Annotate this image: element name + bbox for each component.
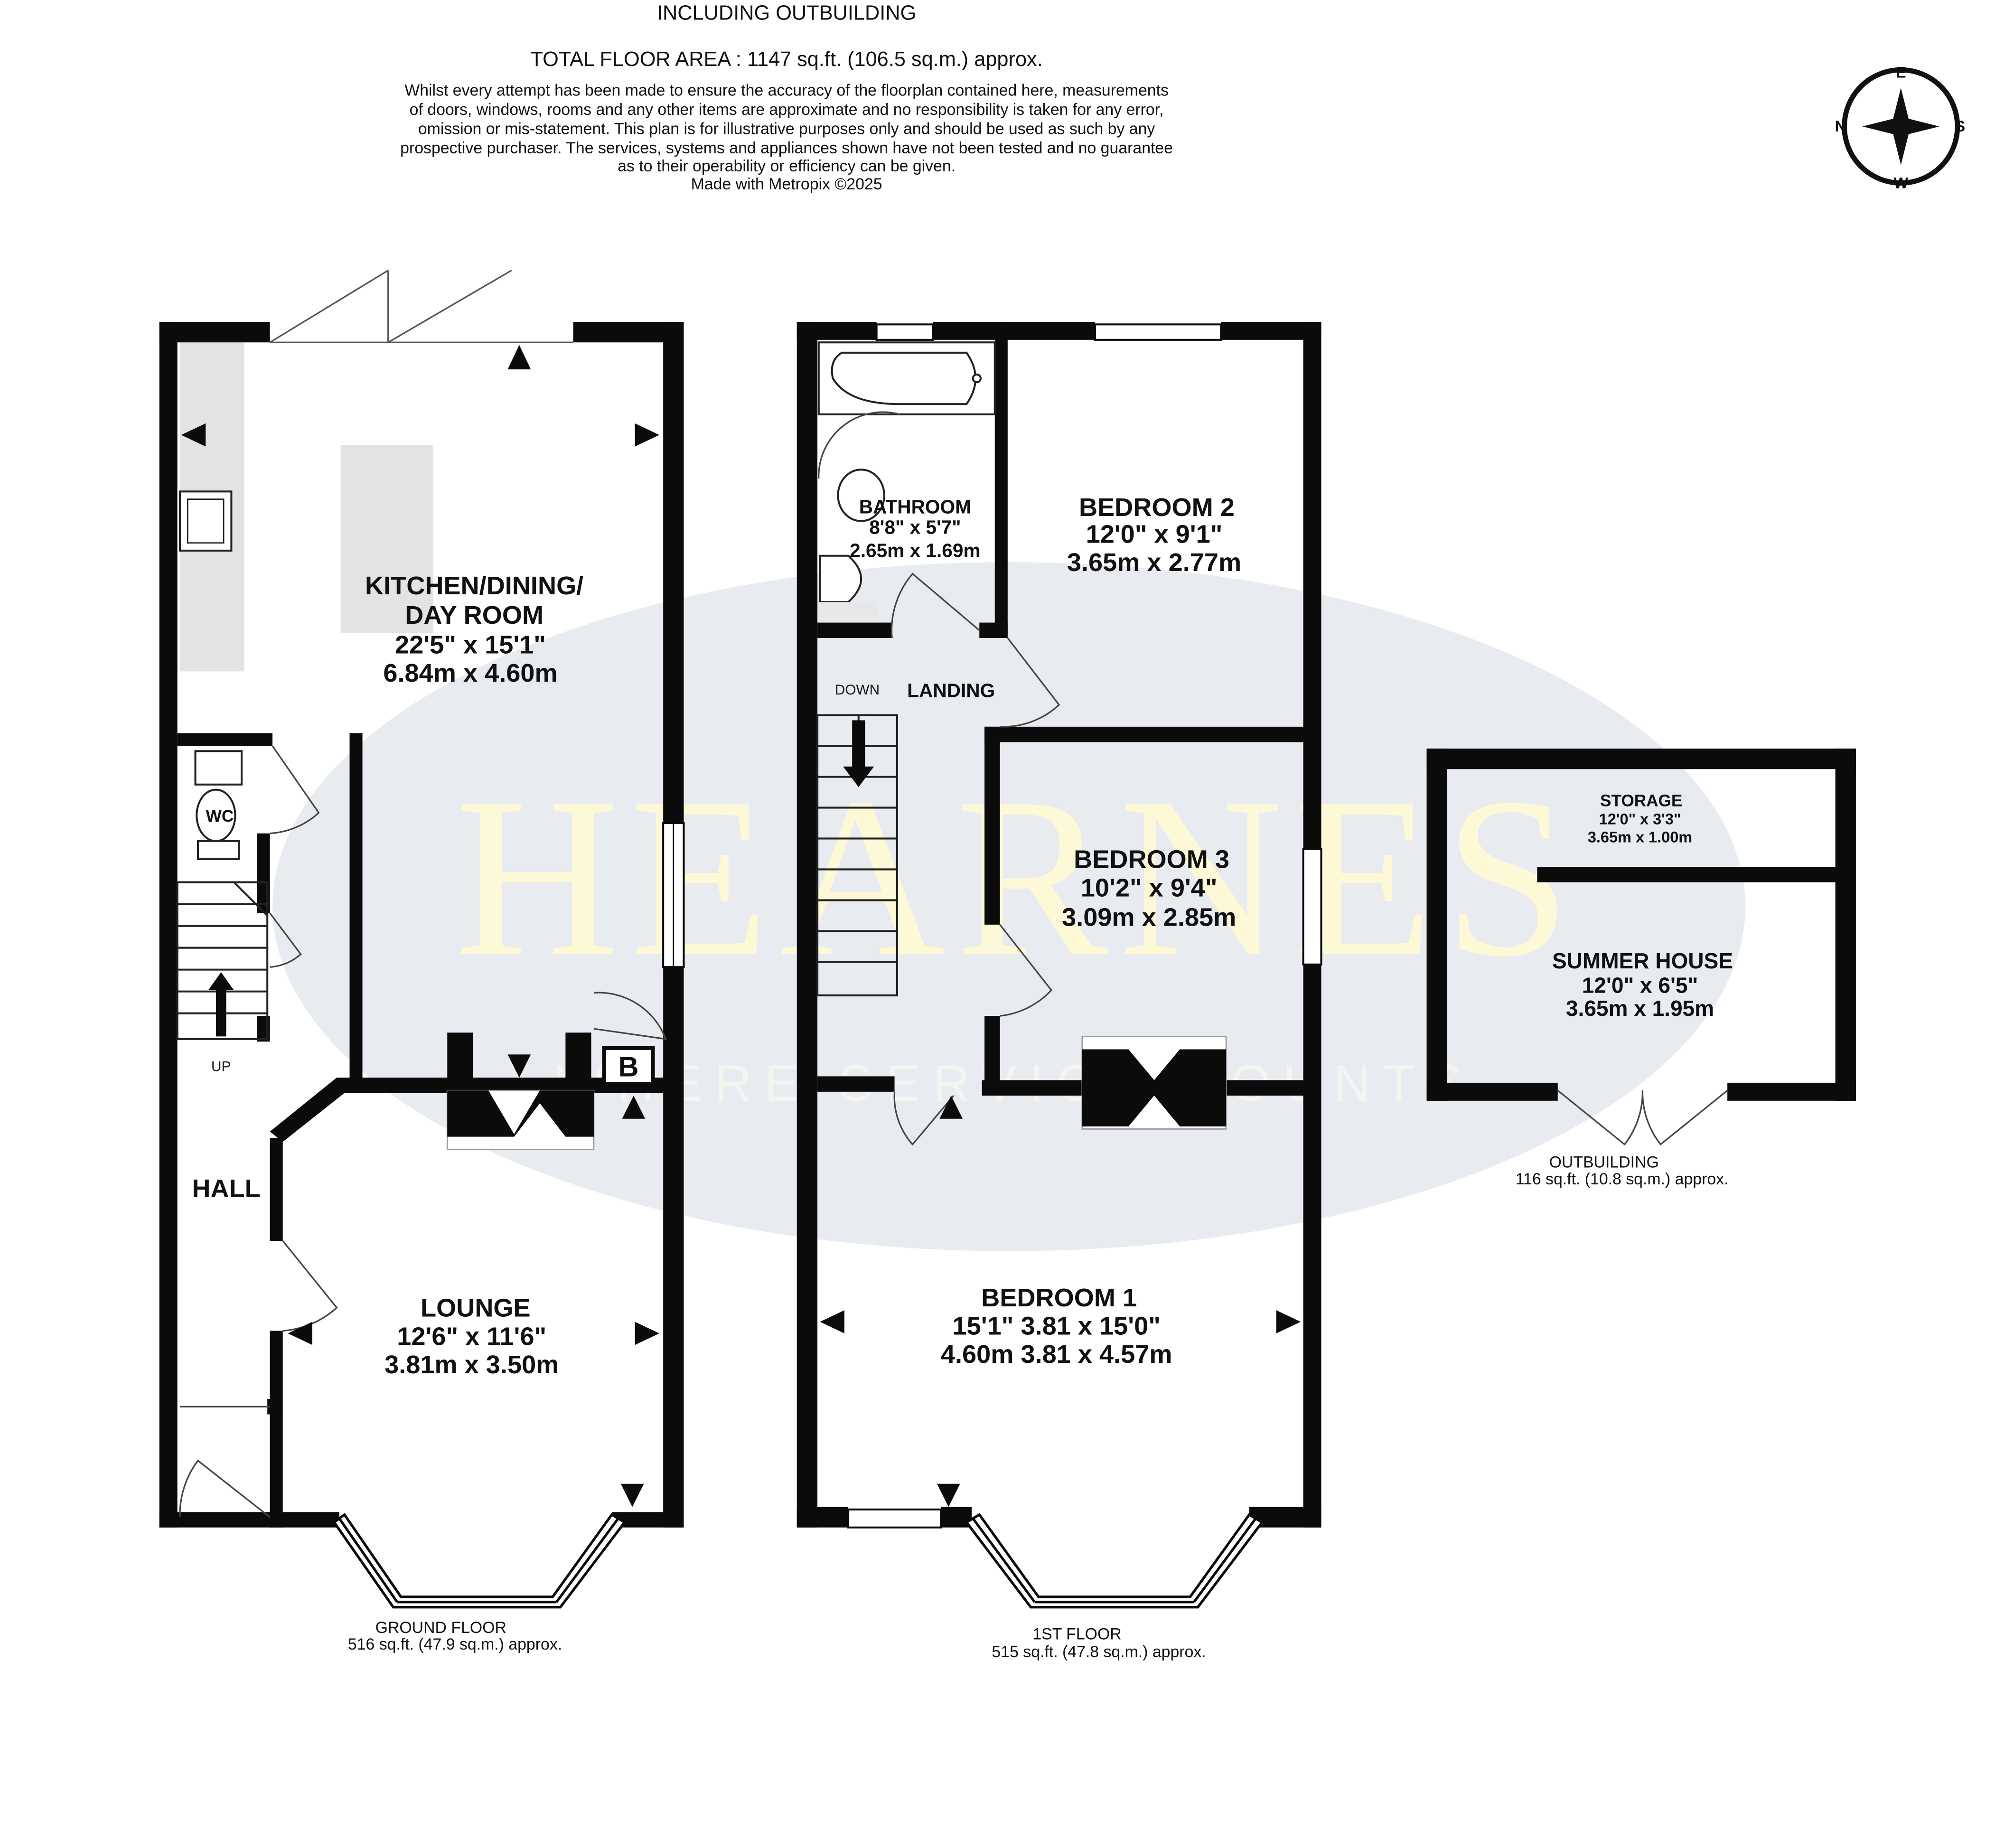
bedroom1-metric: 4.60m 3.81 x 4.57m xyxy=(941,1340,1172,1369)
bathroom-basin-icon xyxy=(819,554,862,603)
storage-name: STORAGE xyxy=(1600,792,1682,810)
kitchen-imperial: 22'5" x 15'1" xyxy=(395,631,546,659)
bath-icon xyxy=(817,341,996,415)
stairs-down-label: DOWN xyxy=(835,682,880,698)
first-floor-dimension-arrows xyxy=(820,1095,1301,1507)
boiler-label: B xyxy=(618,1051,639,1082)
compass-s: S xyxy=(1955,118,1965,135)
disclaimer-line: as to their operability or efficiency ca… xyxy=(618,157,956,175)
metropix-credit: Made with Metropix ©2025 xyxy=(691,175,882,193)
lounge-imperial: 12'6" x 11'6" xyxy=(397,1322,546,1351)
kitchen-name-line2: DAY ROOM xyxy=(405,601,543,629)
summer-house-metric: 3.65m x 1.95m xyxy=(1566,996,1714,1021)
boiler-icon xyxy=(602,1046,655,1086)
bedroom2-name: BEDROOM 2 xyxy=(1079,493,1235,522)
first-floor-staircase xyxy=(816,714,898,996)
door-swings xyxy=(179,745,667,1518)
kitchen-island xyxy=(340,445,433,633)
watermark-brand: HEARNES xyxy=(454,751,1581,1004)
bathroom-imperial: 8'8" x 5'7" xyxy=(869,516,961,538)
header-total-area: TOTAL FLOOR AREA : 1147 sq.ft. (106.5 sq… xyxy=(530,48,1042,71)
bedroom3-imperial: 10'2" x 9'4" xyxy=(1081,873,1218,902)
wc-basin-icon xyxy=(194,750,243,786)
header: INCLUDING OUTBUILDING TOTAL FLOOR AREA :… xyxy=(400,2,1173,193)
bedroom3-window xyxy=(1302,848,1322,966)
summer-house-doors xyxy=(1557,1089,1728,1146)
stairs-up-arrow-icon xyxy=(208,972,234,1037)
bedroom1-window xyxy=(847,1508,942,1529)
first-floor-door-swings xyxy=(890,572,1060,1146)
outbuilding-area: 116 sq.ft. (10.8 sq.m.) approx. xyxy=(1516,1170,1729,1188)
bathroom-window xyxy=(875,323,934,341)
bathroom-toilet-icon xyxy=(837,469,885,522)
bedroom2-metric: 3.65m x 2.77m xyxy=(1067,548,1241,577)
compass-icon: E N S W xyxy=(1835,64,1965,191)
first-floor-walls xyxy=(796,321,1321,1528)
first-floor-area: 515 sq.ft. (47.8 sq.m.) approx. xyxy=(992,1643,1206,1661)
ground-floor-walls xyxy=(159,321,684,1528)
storage-metric: 3.65m x 1.00m xyxy=(1588,829,1692,846)
hall-label: HALL xyxy=(192,1174,260,1203)
landing-label: LANDING xyxy=(907,680,995,702)
disclaimer-line: omission or mis-statement. This plan is … xyxy=(418,120,1155,138)
wc-label: WC xyxy=(206,807,234,826)
bedroom2-window xyxy=(1094,323,1222,341)
disclaimer-line: Whilst every attempt has been made to en… xyxy=(404,81,1169,99)
ground-floor-area: 516 sq.ft. (47.9 sq.m.) approx. xyxy=(348,1635,562,1653)
first-floor-plan xyxy=(796,321,1322,1609)
stairs-up-label: UP xyxy=(211,1059,231,1075)
summer-house-name: SUMMER HOUSE xyxy=(1552,948,1733,973)
outbuilding-walls xyxy=(1426,748,1856,1101)
bedroom1-bay-window xyxy=(965,1513,1264,1609)
room-labels: KITCHEN/DINING/ DAY ROOM 22'5" x 15'1" 6… xyxy=(192,493,1733,1661)
storage-imperial: 12'0" x 3'3" xyxy=(1599,811,1681,828)
bedroom1-name: BEDROOM 1 xyxy=(981,1284,1137,1312)
disclaimer-line: prospective purchaser. The services, sys… xyxy=(400,139,1173,157)
kitchen-metric: 6.84m x 4.60m xyxy=(383,659,557,687)
bedroom2-imperial: 12'0" x 9'1" xyxy=(1086,520,1223,549)
fireplace-hearth xyxy=(447,1090,594,1137)
bathroom-name: BATHROOM xyxy=(859,496,971,517)
header-line1: INCLUDING OUTBUILDING xyxy=(657,2,916,25)
compass-e: E xyxy=(1896,64,1906,81)
bedroom3-metric: 3.09m x 2.85m xyxy=(1062,903,1236,932)
outbuilding-label: OUTBUILDING xyxy=(1549,1154,1659,1172)
lounge-bay-window xyxy=(332,1512,627,1609)
lounge-name: LOUNGE xyxy=(421,1294,531,1323)
summer-house-imperial: 12'0" x 6'5" xyxy=(1582,973,1698,997)
bifold-doors xyxy=(269,270,573,343)
dimension-arrows xyxy=(181,345,660,1507)
compass-w: W xyxy=(1893,174,1908,191)
ground-floor-plan xyxy=(159,270,685,1609)
bedroom1-imperial: 15'1" 3.81 x 15'0" xyxy=(953,1312,1161,1341)
first-floor-label: 1ST FLOOR xyxy=(1032,1625,1121,1643)
stairs-down-arrow-icon xyxy=(843,720,874,788)
bathroom-metric: 2.65m x 1.69m xyxy=(850,539,980,561)
compass-n: N xyxy=(1835,118,1846,135)
outbuilding-plan xyxy=(1426,748,1856,1146)
lounge-metric: 3.81m x 3.50m xyxy=(384,1351,559,1379)
kitchen-name-line1: KITCHEN/DINING/ xyxy=(365,572,583,600)
bedroom3-name: BEDROOM 3 xyxy=(1074,845,1229,874)
disclaimer-line: of doors, windows, rooms and any other i… xyxy=(410,101,1164,119)
ground-floor-label: GROUND FLOOR xyxy=(375,1619,506,1637)
